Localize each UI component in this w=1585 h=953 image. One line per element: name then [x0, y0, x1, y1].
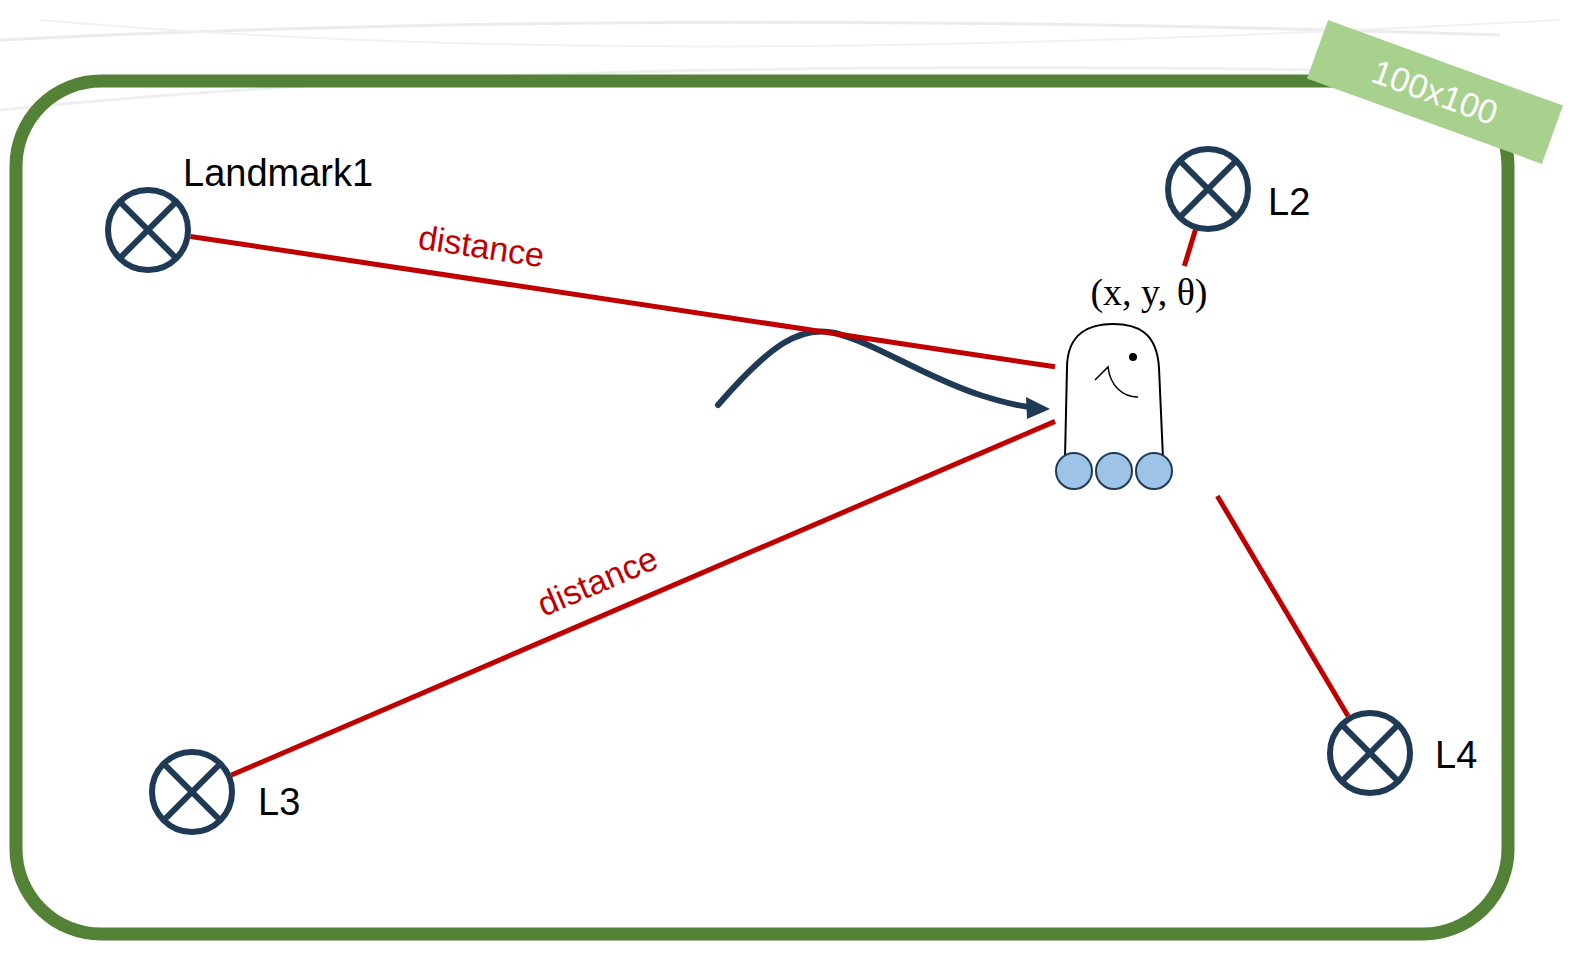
- landmark-label: Landmark1: [183, 152, 373, 194]
- landmark-symbol: [148, 748, 236, 836]
- landmark: L3: [148, 748, 236, 836]
- landmark-cross: [164, 764, 221, 821]
- landmark-symbol: [1326, 709, 1414, 797]
- landmark-cross: [120, 202, 177, 259]
- distance-line-stroke: [191, 236, 1055, 366]
- background-swoosh: [0, 67, 1320, 110]
- distance-line-stroke: [1184, 230, 1195, 266]
- robot-wheel: [1136, 453, 1172, 489]
- distance-line-stroke: [232, 421, 1055, 775]
- landmark-cross: [1180, 161, 1237, 218]
- robot-mouth: [1095, 367, 1138, 397]
- landmark-cross: [1342, 725, 1399, 782]
- distance-line: [191, 236, 1055, 366]
- landmark-label: L3: [258, 781, 300, 823]
- landmark-circle: [1330, 713, 1410, 793]
- landmark-circle: [108, 190, 188, 270]
- landmark-symbol: [1164, 145, 1252, 233]
- background-swoosh: [0, 22, 1500, 40]
- size-label: 100x100: [1367, 51, 1503, 132]
- distance-line-stroke: [1217, 496, 1348, 716]
- landmark-label: L2: [1268, 181, 1310, 223]
- motion-arrow: [718, 331, 1030, 407]
- robot-wheel: [1056, 453, 1092, 489]
- landmark-cross: [1342, 725, 1399, 782]
- edge-label: distance: [531, 539, 662, 624]
- robot-body: [1065, 324, 1163, 458]
- landmark-circle: [152, 752, 232, 832]
- distance-line: [232, 421, 1055, 775]
- robot: (x, y, θ): [1055, 266, 1243, 496]
- landmark-cross: [1180, 161, 1237, 218]
- landmark-circle: [1168, 149, 1248, 229]
- edge-label: distance: [415, 218, 546, 274]
- landmark: L4: [1326, 709, 1414, 797]
- landmark: L2: [1164, 145, 1252, 233]
- motion-arrowhead: [1026, 397, 1050, 419]
- landmark-symbol: [104, 186, 192, 274]
- landmark-cross: [164, 764, 221, 821]
- distance-line: [1217, 496, 1348, 716]
- robot-wheel: [1096, 453, 1132, 489]
- pose-label: (x, y, θ): [1055, 270, 1243, 314]
- size-tag: 100x100: [1307, 20, 1563, 164]
- landmark-cross: [120, 202, 177, 259]
- landmark-label: L4: [1435, 734, 1477, 776]
- landmark: Landmark1: [104, 186, 192, 274]
- robot-eye: [1129, 353, 1137, 361]
- arena-border: [16, 81, 1508, 934]
- distance-line: [1184, 230, 1195, 266]
